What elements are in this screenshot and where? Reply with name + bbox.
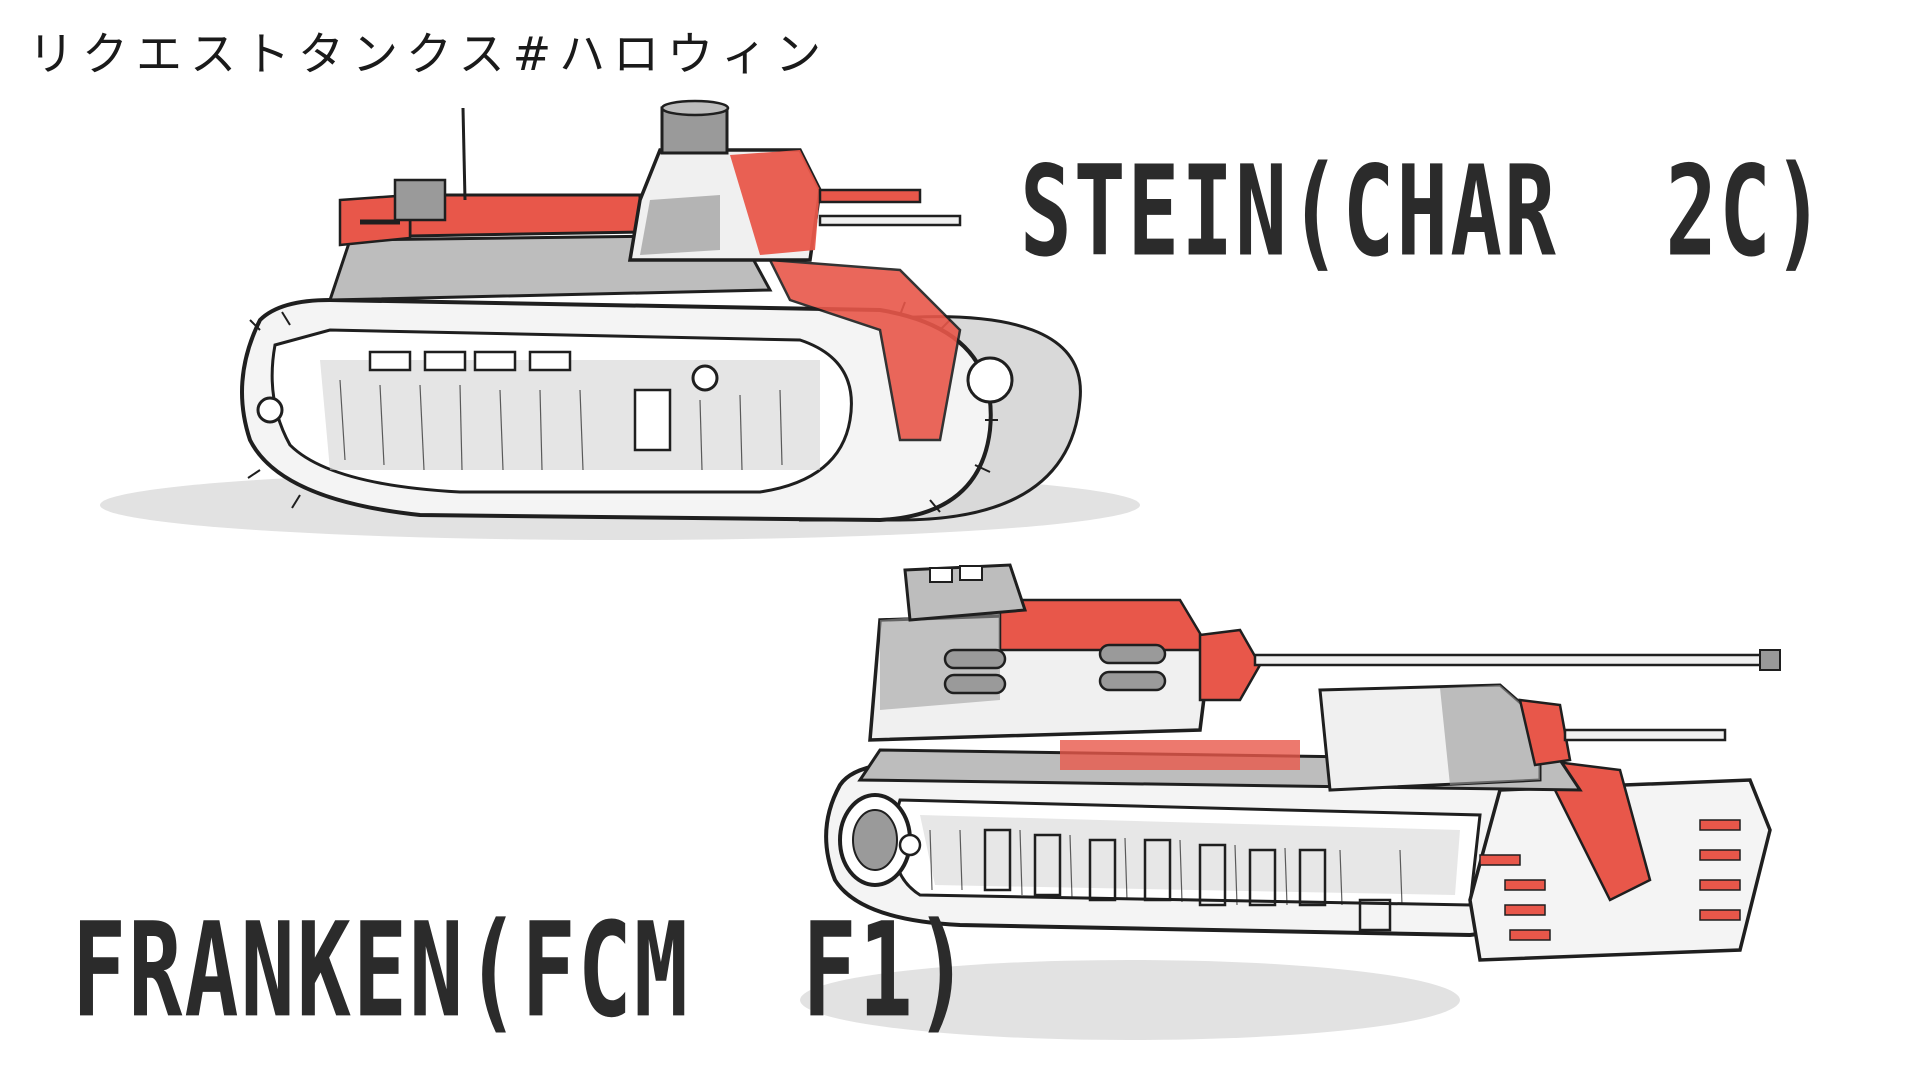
char-2c-tank-sketch: [100, 99, 1140, 540]
tank-name-stein: STEIN(CHAR 2C): [1020, 140, 1827, 285]
fcm-f1-tank-sketch: [800, 563, 1781, 1040]
hashtag-caption: リクエストタンクス#ハロウィン: [28, 27, 830, 81]
tank-name-franken: FRANKEN(FCM F1): [72, 895, 971, 1048]
